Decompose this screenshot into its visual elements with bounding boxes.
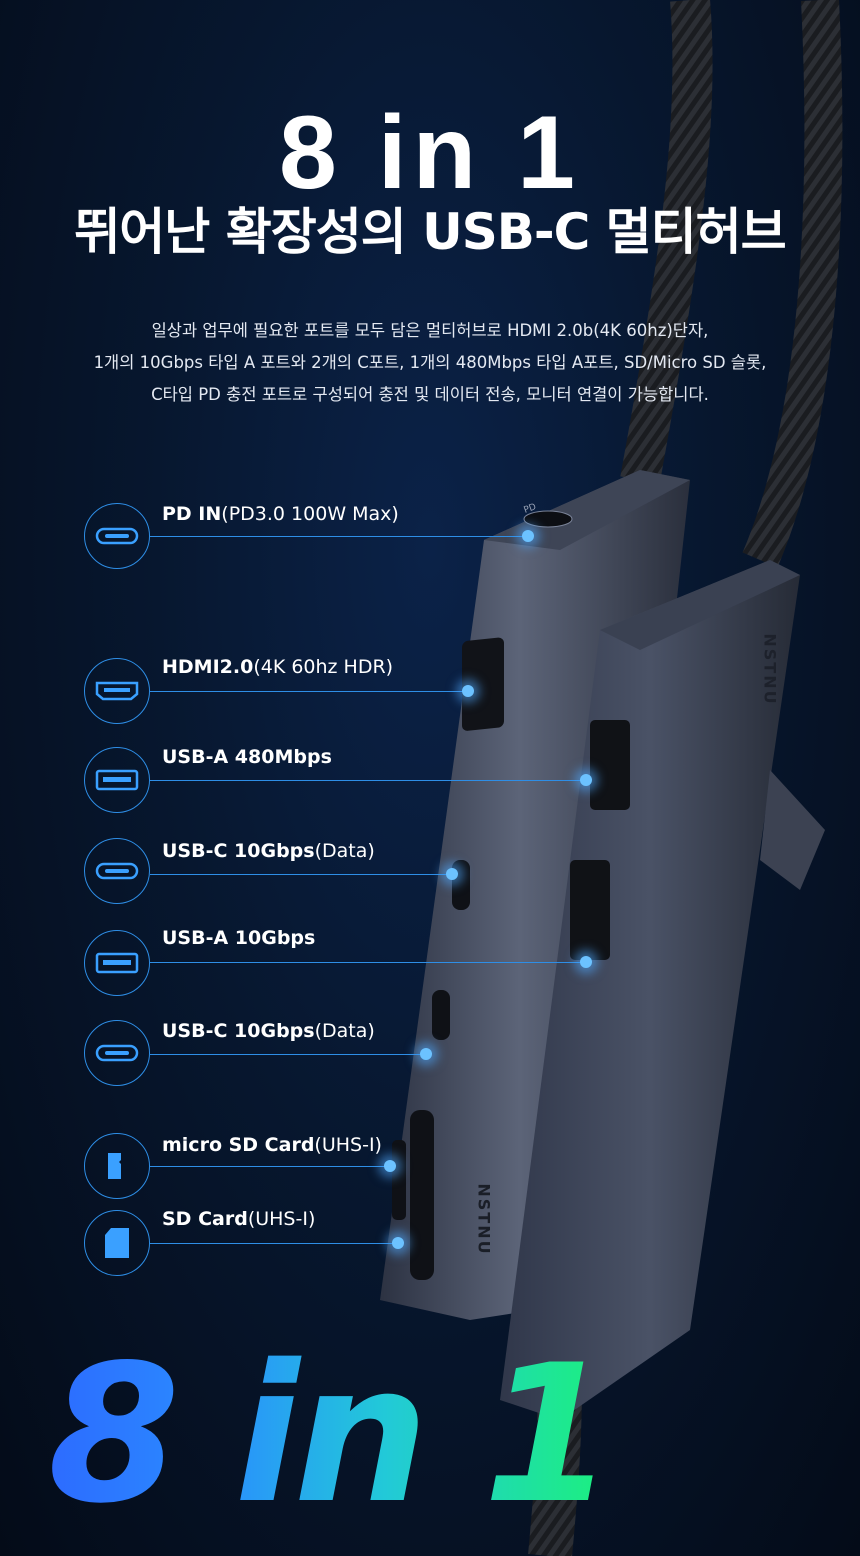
port-label-pd-in: PD IN(PD3.0 100W Max) [162,503,399,525]
port-icon-circle [84,747,150,813]
hero-subtitle: 뛰어난 확장성의 USB-C 멀티허브 [74,203,786,261]
port-label-hdmi: HDMI2.0(4K 60hz HDR) [162,656,394,678]
usb-c-port-icon [95,862,139,880]
port-label-usb-a-480: USB-A 480Mbps [162,746,332,768]
usb-c-port-icon [95,1044,139,1062]
description-line: 1개의 10Gbps 타입 A 포트와 2개의 C포트, 1개의 480Mbps… [93,353,767,372]
port-label-sd: SD Card(UHS-I) [162,1208,316,1230]
hub-back-body [500,560,800,1420]
port-icon-circle [84,1133,150,1199]
micro-sd-card-icon [108,1153,121,1179]
port-marker [384,1160,396,1172]
port-label-micro-sd: micro SD Card(UHS-I) [162,1134,382,1156]
product-description: 일상과 업무에 필요한 포트를 모두 담은 멀티허브로 HDMI 2.0b(4K… [20,315,840,411]
port-icon-circle [84,503,150,569]
description-line: C타입 PD 충전 포트로 구성되어 충전 및 데이터 전송, 모니터 연결이 … [151,385,709,404]
port-icon-circle [84,658,150,724]
usb-a-port-icon [95,952,139,974]
hero-title: 8 in 1 [279,95,581,211]
port-marker [446,868,458,880]
port-icon-circle [84,838,150,904]
sd-card-icon [105,1228,129,1258]
footer-title: 8 in 1 [48,1324,615,1545]
port-marker [580,774,592,786]
port-icon-circle [84,1020,150,1086]
port-marker [420,1048,432,1060]
usb-a-port-icon [95,769,139,791]
port-marker [392,1237,404,1249]
hdmi-port-icon [95,681,139,701]
description-line: 일상과 업무에 필요한 포트를 모두 담은 멀티허브로 HDMI 2.0b(4K… [151,321,709,340]
brand-marking-front: NSTNU [474,1183,494,1256]
brand-marking-back: NSTNU [760,633,780,706]
port-label-usb-c-data-1: USB-C 10Gbps(Data) [162,840,375,862]
port-label-usb-c-data-2: USB-C 10Gbps(Data) [162,1020,375,1042]
port-marker [462,685,474,697]
port-icon-circle [84,930,150,996]
usb-c-port-icon [95,527,139,545]
port-label-usb-a-10g: USB-A 10Gbps [162,927,316,949]
port-marker [522,530,534,542]
port-icon-circle [84,1210,150,1276]
port-marker [580,956,592,968]
